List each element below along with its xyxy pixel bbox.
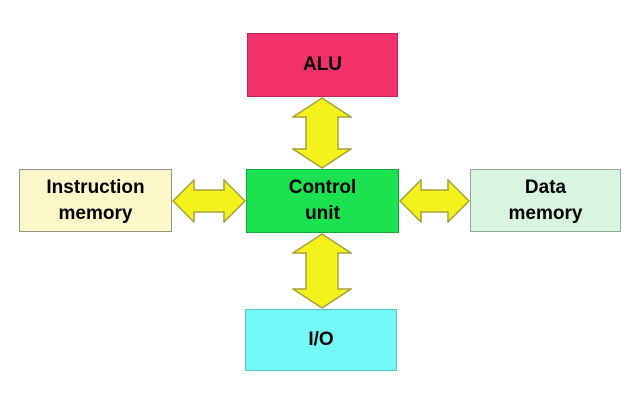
instruction-memory-label-line1: Instruction [46, 176, 145, 198]
block-io: I/O [245, 309, 397, 371]
io-label: I/O [308, 329, 334, 350]
data-memory-label-line1: Data [524, 176, 567, 198]
double-arrow-icon [292, 97, 352, 169]
block-alu: ALU [247, 33, 398, 97]
alu-label: ALU [302, 54, 343, 75]
arrow-control-io [292, 233, 352, 309]
control-unit-label-line1: Control [288, 177, 357, 198]
arrow-alu-control [292, 97, 352, 169]
double-arrow-icon [292, 233, 352, 309]
instruction-memory-label-line2: memory [58, 202, 133, 224]
control-unit-label-line2: unit [305, 203, 340, 224]
double-arrow-icon [172, 179, 246, 223]
block-instruction-memory: Instruction memory [19, 169, 172, 232]
data-memory-label-line2: memory [508, 202, 583, 224]
arrow-instruction-control [172, 179, 246, 223]
block-control-unit: Control unit [246, 169, 399, 233]
double-arrow-icon [399, 179, 470, 223]
arrow-control-data [399, 179, 470, 223]
block-data-memory: Data memory [470, 169, 621, 232]
